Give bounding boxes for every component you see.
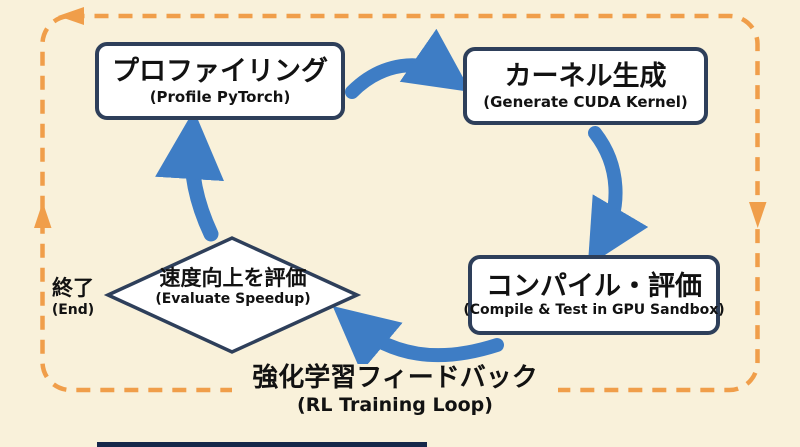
arrow-kernel-to-compile-icon — [587, 126, 649, 267]
arrow-evaluate-to-profiling-icon — [155, 110, 225, 242]
evaluate-speedup-diamond-shape — [103, 236, 362, 354]
node-compile-evaluate-title: コンパイル・評価 — [486, 271, 702, 303]
end-label: 終了 (End) — [42, 276, 104, 319]
node-profiling: プロファイリング (Profile PyTorch) — [95, 42, 345, 120]
loop-arrowhead-top-left-icon — [58, 7, 84, 25]
rl-loop-caption: 強化学習フィードバック (RL Training Loop) — [232, 363, 558, 422]
node-kernel-generation-title: カーネル生成 — [504, 61, 667, 93]
node-compile-evaluate-subtitle: (Compile & Test in GPU Sandbox) — [463, 302, 725, 319]
arrow-compile-to-evaluate-icon — [332, 305, 504, 373]
video-progress-bar[interactable] — [97, 442, 427, 447]
node-compile-evaluate: コンパイル・評価 (Compile & Test in GPU Sandbox) — [463, 255, 725, 335]
node-evaluate-speedup-subtitle: (Evaluate Speedup) — [155, 291, 311, 308]
node-kernel-generation-subtitle: (Generate CUDA Kernel) — [483, 92, 688, 111]
node-kernel-generation: カーネル生成 (Generate CUDA Kernel) — [463, 47, 708, 125]
rl-loop-caption-title: 強化学習フィードバック — [252, 363, 538, 393]
node-evaluate-speedup-title: 速度向上を評価 — [159, 266, 307, 290]
end-label-title: 終了 — [52, 276, 94, 300]
node-profiling-title: プロファイリング — [112, 56, 328, 88]
loop-arrowhead-left-up-icon — [34, 202, 52, 228]
node-profiling-subtitle: (Profile PyTorch) — [149, 87, 291, 106]
node-evaluate-speedup: 速度向上を評価 (Evaluate Speedup) — [123, 266, 343, 309]
loop-arrowhead-right-down-icon — [749, 202, 767, 228]
rl-loop-caption-subtitle: (RL Training Loop) — [297, 393, 493, 416]
arrow-profiling-to-kernel-icon — [345, 28, 472, 99]
end-label-subtitle: (End) — [51, 302, 95, 319]
